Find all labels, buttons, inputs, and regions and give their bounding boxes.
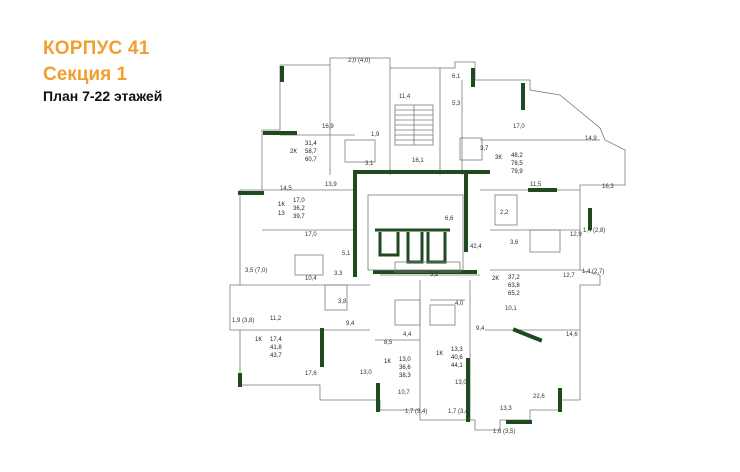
room-area: 5,3 <box>452 101 461 107</box>
room-area: 1,7 (3,4) <box>448 409 470 415</box>
room-area: 1,7 (3,4) <box>405 409 427 415</box>
svg-text:13,0: 13,0 <box>399 357 411 363</box>
structural-walls <box>238 66 592 424</box>
room-area: 9,4 <box>346 321 355 327</box>
room-area: 3,8 <box>338 299 347 305</box>
apartment-info: 2К 31,4 58,7 60,7 3К 48,2 78,5 79,9 1К 1… <box>255 141 523 379</box>
svg-text:60,7: 60,7 <box>305 157 317 163</box>
svg-text:36,2: 36,2 <box>293 206 305 212</box>
svg-text:17,4: 17,4 <box>270 337 282 343</box>
svg-text:2К: 2К <box>492 276 499 282</box>
room-area: 22,6 <box>533 394 545 400</box>
room-area: 3,1 <box>365 161 374 167</box>
room-area: 14,9 <box>585 136 597 142</box>
room-area: 16,1 <box>412 158 424 164</box>
svg-text:44,1: 44,1 <box>451 363 463 369</box>
room-area: 16,3 <box>602 184 614 190</box>
room-area: 13,0 <box>455 380 467 386</box>
building-title: КОРПУС 41 <box>43 38 150 59</box>
svg-text:78,5: 78,5 <box>511 161 523 167</box>
floors-caption: План 7-22 этажей <box>43 88 163 104</box>
stairs <box>394 104 434 146</box>
room-area: 3,7 <box>480 146 489 152</box>
room-area: 1,6 (3,5) <box>493 429 515 435</box>
room-area: 16,9 <box>322 124 334 130</box>
room-labels: 2,0 (4,0) 6,1 11,4 5,3 16,9 1,9 17,0 14,… <box>232 58 614 435</box>
room-area: 12,7 <box>563 273 575 279</box>
room-area: 17,0 <box>513 124 525 130</box>
svg-text:1К: 1К <box>436 351 443 357</box>
room-area: 6,6 <box>445 216 454 222</box>
section-title: Секция 1 <box>43 64 128 85</box>
room-area: 14,6 <box>566 332 578 338</box>
apartment-1k-d: 1К 13,3 40,6 44,1 <box>436 347 463 369</box>
room-area: 11,2 <box>270 316 282 322</box>
apartment-1k-c: 1К 13,0 36,6 38,3 <box>384 357 411 379</box>
room-area: 17,0 <box>305 232 317 238</box>
apartment-1k-a: 1К 13 17,0 36,2 39,7 <box>278 198 305 220</box>
room-area: 5,1 <box>342 251 351 257</box>
svg-text:38,3: 38,3 <box>399 373 411 379</box>
room-area: 1,9 <box>371 132 380 138</box>
room-area: 17,6 <box>305 371 317 377</box>
room-area: 2,0 (4,0) <box>348 58 370 64</box>
room-area: 1,9 (3,8) <box>232 318 254 324</box>
room-area: 3,5 (7,0) <box>245 268 267 274</box>
room-area: 13,3 <box>500 406 512 412</box>
svg-text:79,9: 79,9 <box>511 169 523 175</box>
svg-text:3К: 3К <box>495 155 502 161</box>
svg-text:43,7: 43,7 <box>270 353 282 359</box>
room-area: 11,5 <box>530 182 542 188</box>
room-area: 13,9 <box>325 182 337 188</box>
svg-text:41,8: 41,8 <box>270 345 282 351</box>
room-area: 14,5 <box>280 186 292 192</box>
room-area: 6,1 <box>452 74 461 80</box>
room-area: 3,2 <box>430 272 439 278</box>
svg-text:37,2: 37,2 <box>508 275 520 281</box>
apartment-3k: 3К 48,2 78,5 79,9 <box>495 153 523 175</box>
svg-text:2К: 2К <box>290 149 297 155</box>
room-area: 9,4 <box>476 326 485 332</box>
svg-text:65,2: 65,2 <box>508 291 520 297</box>
room-area: 4,0 <box>455 301 464 307</box>
svg-text:13,3: 13,3 <box>451 347 463 353</box>
svg-text:36,6: 36,6 <box>399 365 411 371</box>
room-area: 10,7 <box>398 390 410 396</box>
room-area: 4,4 <box>403 332 412 338</box>
svg-text:48,2: 48,2 <box>511 153 523 159</box>
svg-text:1К: 1К <box>384 359 391 365</box>
svg-text:40,6: 40,6 <box>451 355 463 361</box>
svg-text:1К: 1К <box>255 337 262 343</box>
apartment-2k-b: 2К 37,2 63,8 65,2 <box>492 275 520 297</box>
room-area: 10,4 <box>305 276 317 282</box>
room-area: 3,3 <box>334 271 343 277</box>
room-area: 1,4 (2,7) <box>582 269 604 275</box>
room-area: 42,4 <box>470 244 482 250</box>
apartment-2k-a: 2К 31,4 58,7 60,7 <box>290 141 317 163</box>
svg-text:13: 13 <box>278 211 285 217</box>
svg-text:1К: 1К <box>278 202 285 208</box>
apartment-1k-b: 1К 17,4 41,8 43,7 <box>255 337 282 359</box>
svg-text:63,8: 63,8 <box>508 283 520 289</box>
room-area: 2,2 <box>500 210 509 216</box>
room-area: 11,4 <box>399 94 411 100</box>
room-area: 13,0 <box>360 370 372 376</box>
room-area: 3,6 <box>510 240 519 246</box>
room-area: 12,9 <box>570 232 582 238</box>
svg-text:31,4: 31,4 <box>305 141 317 147</box>
elevator-shafts <box>375 228 450 264</box>
room-area: 10,1 <box>505 306 517 312</box>
room-area: 8,5 <box>384 340 393 346</box>
svg-text:58,7: 58,7 <box>305 149 317 155</box>
svg-text:39,7: 39,7 <box>293 214 305 220</box>
svg-text:17,0: 17,0 <box>293 198 305 204</box>
room-area: 1,4 (2,8) <box>583 228 605 234</box>
